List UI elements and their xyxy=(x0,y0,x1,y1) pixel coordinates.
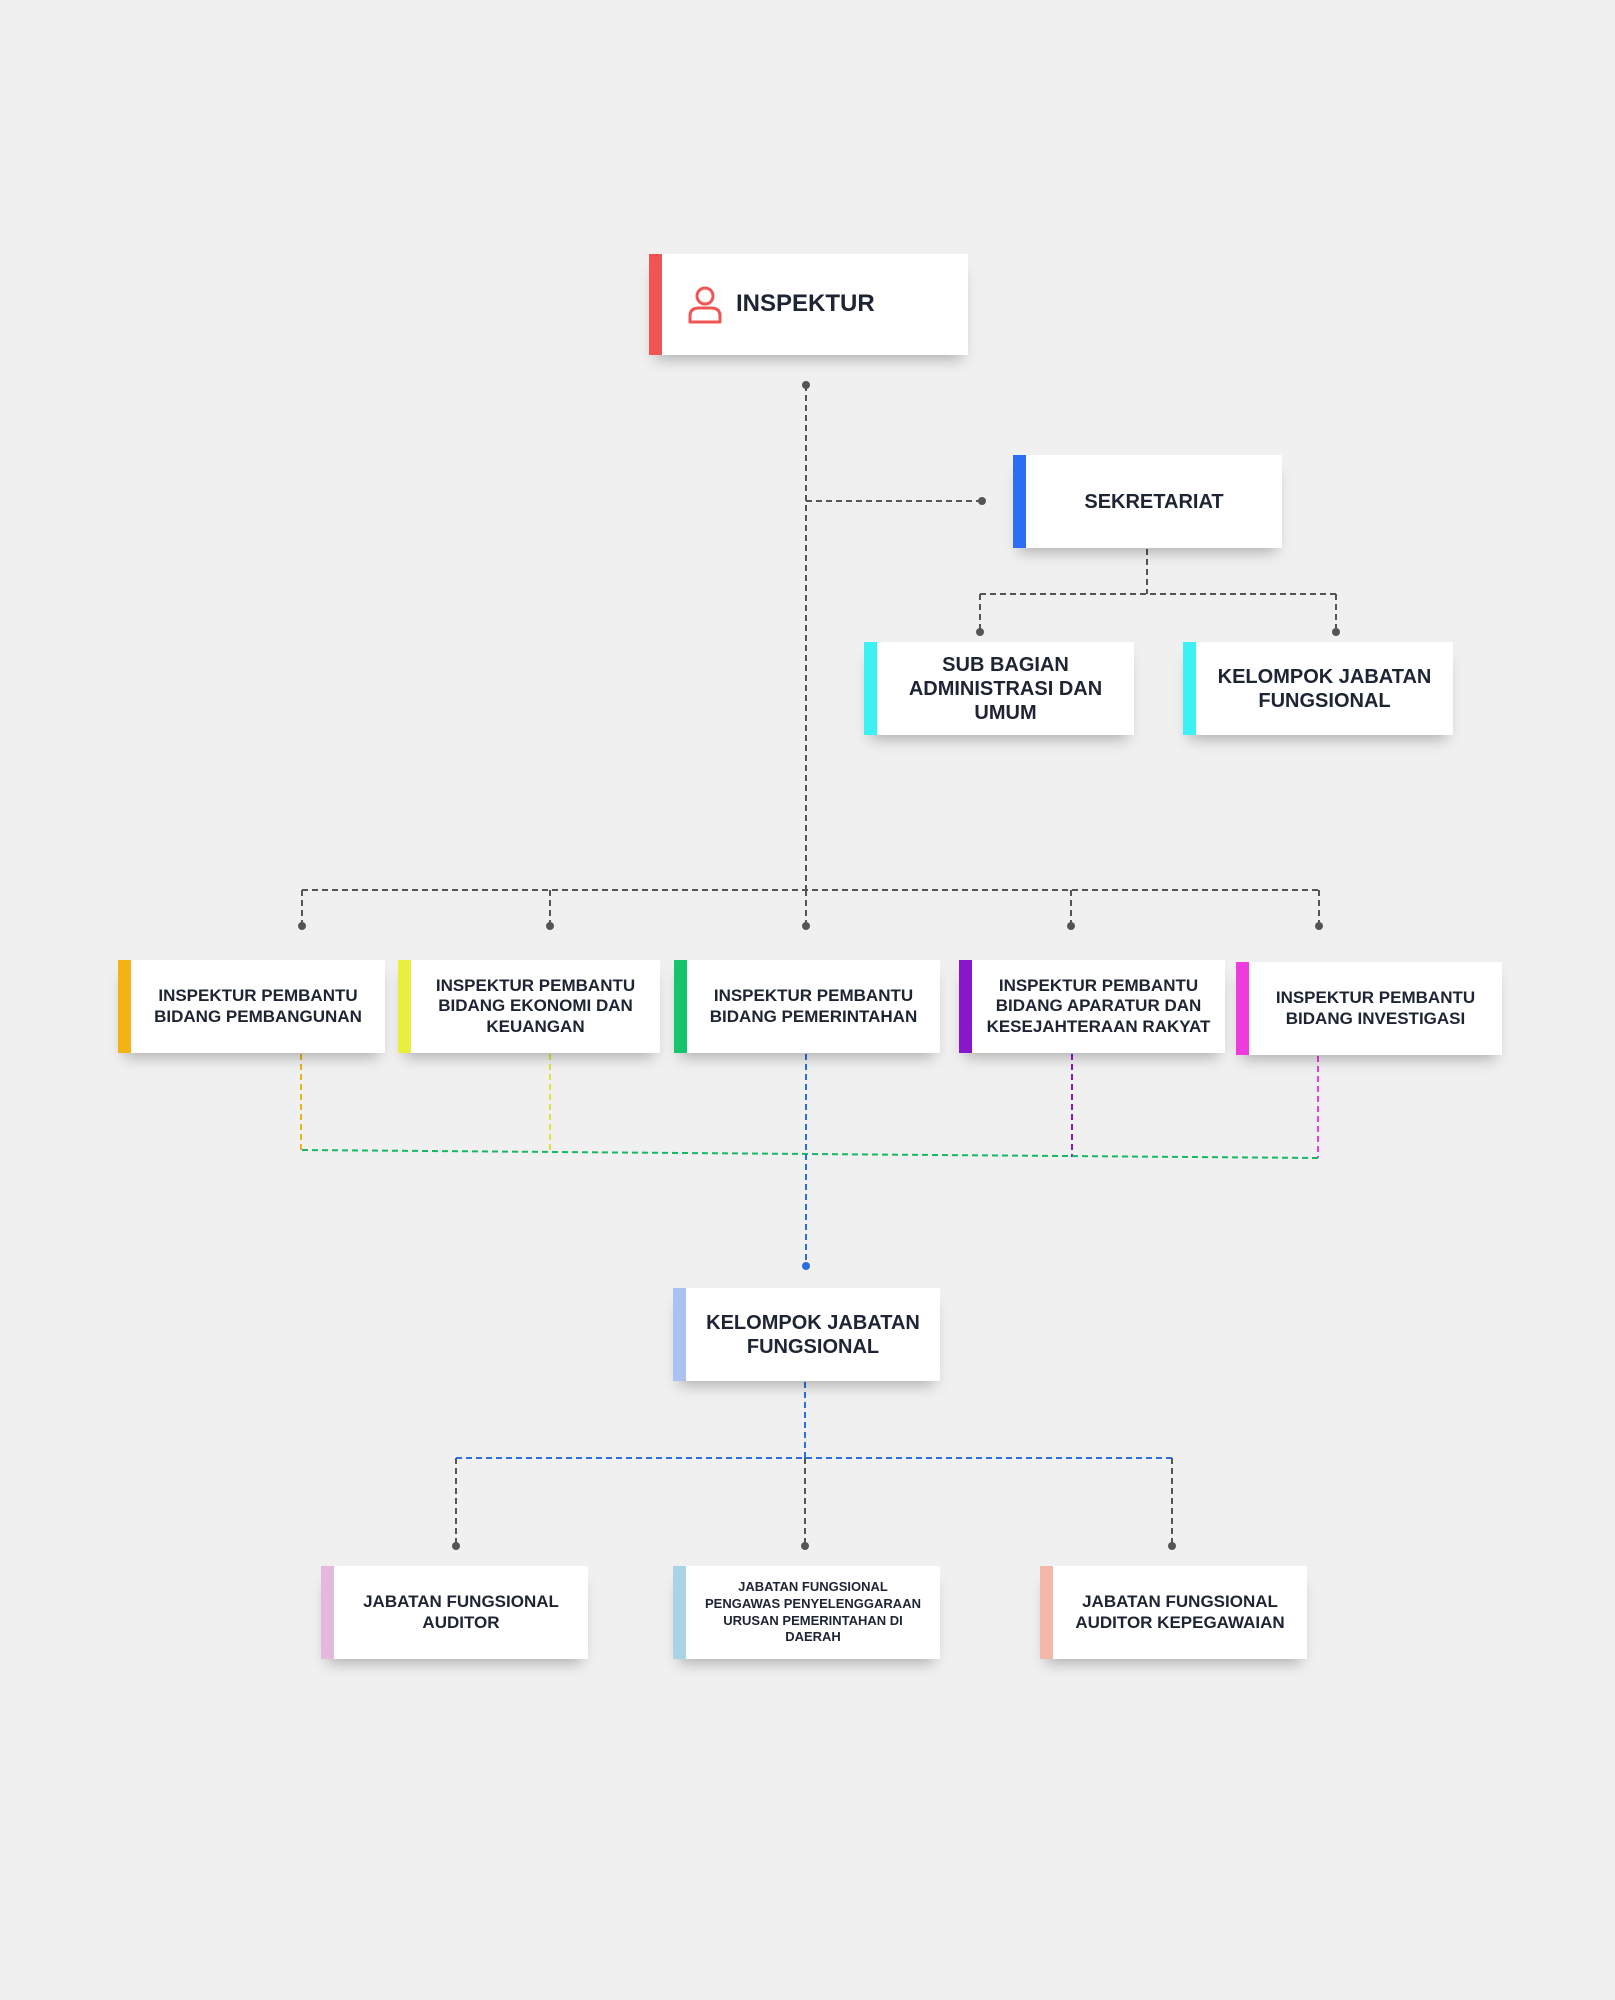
connector-dot xyxy=(802,381,810,389)
accent-bar xyxy=(649,254,662,355)
connector-dot xyxy=(1067,922,1075,930)
accent-bar xyxy=(321,1566,334,1659)
node-label: INSPEKTUR PEMBANTU BIDANG EKONOMI DAN KE… xyxy=(435,975,636,1036)
connector-dot xyxy=(452,1542,460,1550)
accent-bar xyxy=(864,642,877,735)
node-kelompok-jabatan-fungsional-sekretariat: KELOMPOK JABATAN FUNGSIONAL xyxy=(1183,642,1453,735)
node-label: JABATAN FUNGSIONAL AUDITOR KEPEGAWAIAN xyxy=(1075,1592,1285,1632)
accent-bar xyxy=(1183,642,1196,735)
connector-dot xyxy=(1315,922,1323,930)
accent-bar xyxy=(1040,1566,1053,1659)
node-kelompok-jabatan-fungsional: KELOMPOK JABATAN FUNGSIONAL xyxy=(673,1288,940,1381)
connector-dot xyxy=(298,922,306,930)
node-label: JABATAN FUNGSIONAL AUDITOR xyxy=(363,1592,559,1632)
accent-bar xyxy=(398,960,411,1053)
node-irban-aparatur-kesra: INSPEKTUR PEMBANTU BIDANG APARATUR DAN K… xyxy=(959,960,1225,1053)
accent-bar xyxy=(1013,455,1026,548)
node-label: KELOMPOK JABATAN FUNGSIONAL xyxy=(706,1311,920,1358)
node-label: INSPEKTUR xyxy=(736,290,875,318)
node-label: INSPEKTUR PEMBANTU BIDANG APARATUR DAN K… xyxy=(986,975,1211,1036)
connector-dot-blue xyxy=(802,1262,810,1270)
node-label: INSPEKTUR PEMBANTU BIDANG INVESTIGASI xyxy=(1275,988,1476,1028)
accent-bar xyxy=(673,1566,686,1659)
node-label: INSPEKTUR PEMBANTU BIDANG PEMERINTAHAN xyxy=(709,986,918,1026)
node-jf-pengawas: JABATAN FUNGSIONAL PENGAWAS PENYELENGGAR… xyxy=(673,1566,940,1659)
connector-dot xyxy=(1332,628,1340,636)
connector-dot xyxy=(801,1542,809,1550)
connector-dot xyxy=(978,497,986,505)
node-jf-auditor: JABATAN FUNGSIONAL AUDITOR xyxy=(321,1566,588,1659)
node-label: JABATAN FUNGSIONAL PENGAWAS PENYELENGGAR… xyxy=(705,1578,921,1645)
node-irban-pemerintahan: INSPEKTUR PEMBANTU BIDANG PEMERINTAHAN xyxy=(674,960,940,1053)
node-sekretariat: SEKRETARIAT xyxy=(1013,455,1282,548)
node-inspektur: INSPEKTUR xyxy=(649,254,968,355)
node-irban-pembangunan: INSPEKTUR PEMBANTU BIDANG PEMBANGUNAN xyxy=(118,960,385,1053)
node-subbag-administrasi: SUB BAGIAN ADMINISTRASI DAN UMUM xyxy=(864,642,1134,735)
connector-dot xyxy=(1168,1542,1176,1550)
accent-bar xyxy=(959,960,972,1053)
accent-bar xyxy=(1236,962,1249,1055)
node-irban-ekonomi-keuangan: INSPEKTUR PEMBANTU BIDANG EKONOMI DAN KE… xyxy=(398,960,660,1053)
node-label: SUB BAGIAN ADMINISTRASI DAN UMUM xyxy=(908,653,1103,724)
connector-dot xyxy=(546,922,554,930)
accent-bar xyxy=(674,960,687,1053)
connector-dot xyxy=(802,922,810,930)
connector-irban-coordination xyxy=(301,1149,1319,1159)
accent-bar xyxy=(118,960,131,1053)
user-icon xyxy=(688,286,722,323)
accent-bar xyxy=(673,1288,686,1381)
node-label: KELOMPOK JABATAN FUNGSIONAL xyxy=(1217,665,1432,712)
node-jf-auditor-kepegawaian: JABATAN FUNGSIONAL AUDITOR KEPEGAWAIAN xyxy=(1040,1566,1307,1659)
node-label: SEKRETARIAT xyxy=(1084,490,1224,513)
node-label: INSPEKTUR PEMBANTU BIDANG PEMBANGUNAN xyxy=(154,986,362,1026)
node-irban-investigasi: INSPEKTUR PEMBANTU BIDANG INVESTIGASI xyxy=(1236,962,1502,1055)
connector-dot xyxy=(976,628,984,636)
